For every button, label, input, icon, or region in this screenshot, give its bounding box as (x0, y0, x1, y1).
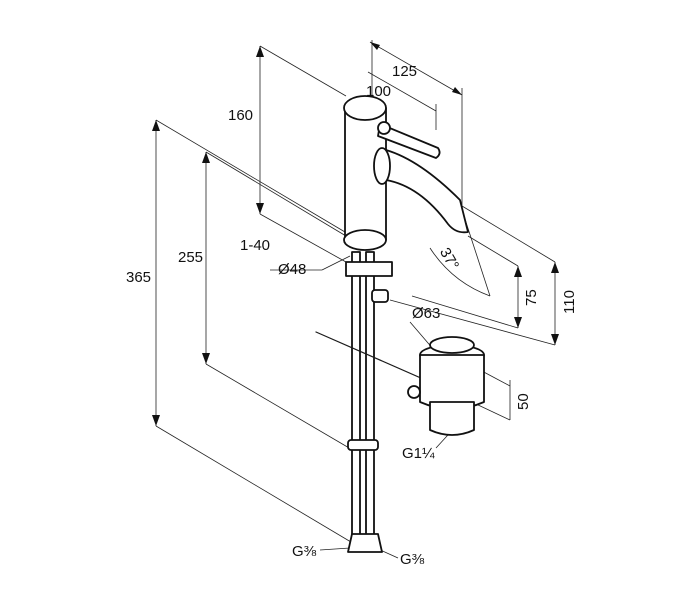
dim-160: 160 (228, 107, 253, 124)
label-g1-1-4: G1¼ (402, 445, 435, 462)
dim-1-40: 1-40 (240, 237, 270, 254)
dim-50: 50 (515, 393, 532, 410)
dim-100: 100 (366, 83, 391, 100)
drain-assembly (315, 331, 485, 436)
faucet-body (343, 95, 469, 251)
dim-255: 255 (178, 249, 203, 266)
label-g3-8-left: G⅜ (292, 543, 317, 560)
dim-angle-37: 37° (436, 245, 462, 273)
dim-110: 110 (561, 290, 578, 314)
dim-365: 365 (126, 269, 151, 286)
label-g3-8-right: G⅜ (400, 551, 425, 568)
dim-75: 75 (523, 289, 540, 306)
dim-diameter-48: Ø48 (278, 261, 306, 278)
dim-125: 125 (392, 63, 417, 80)
mounting-assembly (345, 251, 393, 553)
dimension-lines (152, 40, 559, 559)
dim-diameter-63: Ø63 (412, 305, 440, 322)
